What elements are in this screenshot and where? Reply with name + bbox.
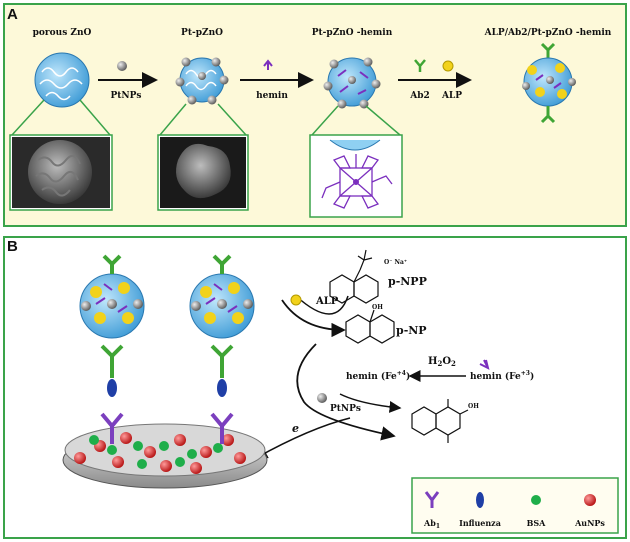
ptnps-icon	[317, 393, 327, 403]
electron-transfer-arrow	[254, 417, 351, 459]
panel-b-label: B	[7, 238, 18, 255]
final-conjugate-sphere	[522, 42, 576, 124]
legend-influenza-label: Influenza	[459, 518, 501, 528]
svg-text:OH: OH	[468, 403, 479, 410]
stage-label-pt-pzno-hemin: Pt-pZnO -hemin	[312, 28, 393, 38]
pt-pzno-hemin-sphere	[323, 57, 381, 109]
sem-image-porous-zno	[12, 137, 110, 208]
h2o2-label: H2O2	[428, 356, 456, 368]
legend-influenza-icon	[476, 492, 484, 508]
legend: Ab1 Influenza BSA AuNPs	[411, 477, 619, 534]
legend-bsa-label: BSA	[527, 518, 547, 528]
alp-enzyme-icon	[290, 294, 302, 306]
porous-zno-sphere	[34, 52, 90, 108]
arrow-label-hemin: hemin	[256, 91, 288, 101]
legend-ab1-icon	[424, 491, 440, 508]
p-np-label: p-NP	[396, 324, 427, 337]
hemin-fe3-label: hemin (Fe+3)	[470, 370, 534, 382]
bsa-on-electrode	[89, 435, 223, 469]
hemin-structure-inset	[321, 139, 393, 209]
alp-label: ALP	[315, 296, 339, 307]
ab2-icon	[414, 59, 426, 72]
sem-image-pt-pzno	[160, 137, 246, 208]
legend-bsa-icon	[531, 495, 541, 505]
svg-text:O⁻ Na⁺: O⁻ Na⁺	[384, 259, 407, 266]
panel-a-label: A	[7, 6, 18, 23]
stage-label-final-conjugate: ALP/Ab2/Pt-pZnO -hemin	[484, 28, 612, 38]
alp-icon	[442, 60, 454, 72]
stage-label-porous-zno: porous ZnO	[33, 28, 92, 38]
sandwich-stack-right	[189, 254, 255, 444]
hemin-icon	[263, 59, 273, 70]
legend-aunps-icon	[584, 494, 596, 506]
arrow-label-alp: ALP	[441, 91, 462, 101]
aunps-on-electrode	[74, 432, 246, 474]
ptnp-icon	[117, 61, 127, 71]
p-npp-molecule	[329, 249, 379, 304]
electron-label: e	[292, 422, 299, 435]
arrow-label-ab2: Ab2	[409, 91, 430, 101]
alp-reaction-curve	[295, 295, 349, 315]
p-np-molecule	[345, 309, 395, 344]
legend-aunps-label: AuNPs	[574, 518, 605, 528]
sandwich-stack-left	[79, 254, 145, 444]
stage-label-pt-pzno: Pt-pZnO	[181, 28, 223, 38]
alp-reaction-arrow	[281, 299, 346, 338]
hemin-fe4-label: hemin (Fe+4)	[346, 370, 410, 382]
legend-ab1-label: Ab1	[423, 518, 440, 530]
svg-text:OH: OH	[372, 304, 383, 311]
hemin-fe3-icon	[479, 359, 490, 370]
p-np-oxidation-arrow	[296, 343, 396, 441]
ptnps-catalysis-arrow	[339, 393, 402, 413]
p-npp-label: p-NPP	[388, 275, 427, 288]
naphthoquinone-product	[411, 399, 469, 443]
ptnps-label: PtNPs	[330, 404, 361, 414]
pt-pzno-sphere	[175, 57, 229, 105]
arrow-label-ptnps: PtNPs	[111, 91, 142, 101]
